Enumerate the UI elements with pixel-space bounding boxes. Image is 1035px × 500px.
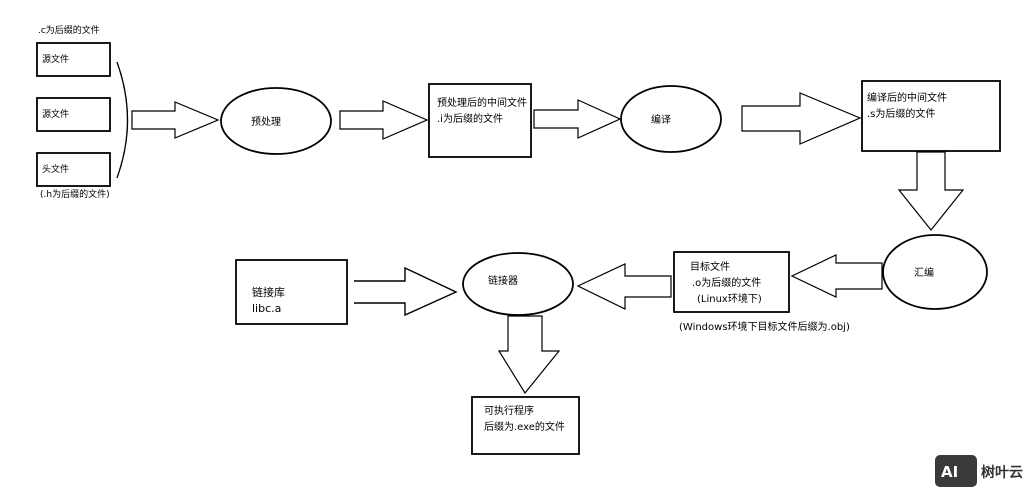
h-suffix-note: (.h为后缀的文件) [40, 188, 110, 200]
source-file-box-2 [36, 97, 111, 132]
windows-obj-note: (Windows环境下目标文件后缀为.obj) [679, 320, 850, 333]
preprocessed-file-label-2: .i为后缀的文件 [437, 112, 503, 125]
grouping-bracket [116, 61, 129, 179]
arrow-to-preprocess [131, 101, 220, 139]
compiled-file-box [861, 80, 1001, 152]
assemble-node [882, 234, 988, 310]
executable-box [471, 396, 580, 455]
arrow-to-compiled-file [741, 92, 862, 145]
c-suffix-note: .c为后缀的文件 [38, 24, 100, 36]
executable-label-2: 后缀为.exe的文件 [484, 420, 565, 433]
link-library-label-1: 链接库 [252, 285, 285, 299]
object-file-label-3: (Linux环境下) [697, 292, 762, 305]
assemble-label: 汇编 [914, 266, 934, 279]
watermark-text: 树叶云 [981, 464, 1023, 481]
link-library-label-2: libc.a [252, 302, 281, 315]
object-file-label-1: 目标文件 [690, 260, 730, 273]
watermark-logo-icon [935, 455, 977, 487]
compiled-file-label-1: 编译后的中间文件 [867, 91, 947, 104]
object-file-label-2: .o为后缀的文件 [692, 276, 761, 289]
header-file-box [36, 152, 111, 187]
linker-label: 链接器 [488, 274, 518, 287]
source-file-label-1: 源文件 [42, 53, 69, 65]
watermark: AI 树叶云 [935, 455, 1023, 487]
preprocessed-file-box [428, 83, 532, 158]
arrow-to-assemble [897, 151, 965, 231]
arrow-library-to-linker [354, 266, 458, 317]
object-file-box [673, 251, 790, 313]
arrow-to-executable [497, 315, 561, 395]
source-file-box-1 [36, 42, 111, 77]
arrow-to-preprocessed-file [339, 100, 429, 140]
compiled-file-label-2: .s为后缀的文件 [867, 107, 935, 120]
arrow-to-object-file [790, 254, 883, 298]
compile-node [620, 85, 722, 153]
preprocess-label: 预处理 [251, 116, 281, 128]
compile-label: 编译 [651, 113, 671, 126]
preprocess-node [220, 87, 332, 155]
watermark-logo-text: AI [941, 463, 958, 481]
header-file-label: 头文件 [42, 163, 69, 175]
linker-node [462, 252, 574, 316]
source-file-label-2: 源文件 [42, 108, 69, 120]
executable-label-1: 可执行程序 [484, 404, 534, 417]
arrow-to-linker [576, 263, 672, 310]
arrow-to-compile [533, 99, 622, 139]
preprocessed-file-label-1: 预处理后的中间文件 [437, 96, 527, 109]
link-library-box [235, 259, 348, 325]
